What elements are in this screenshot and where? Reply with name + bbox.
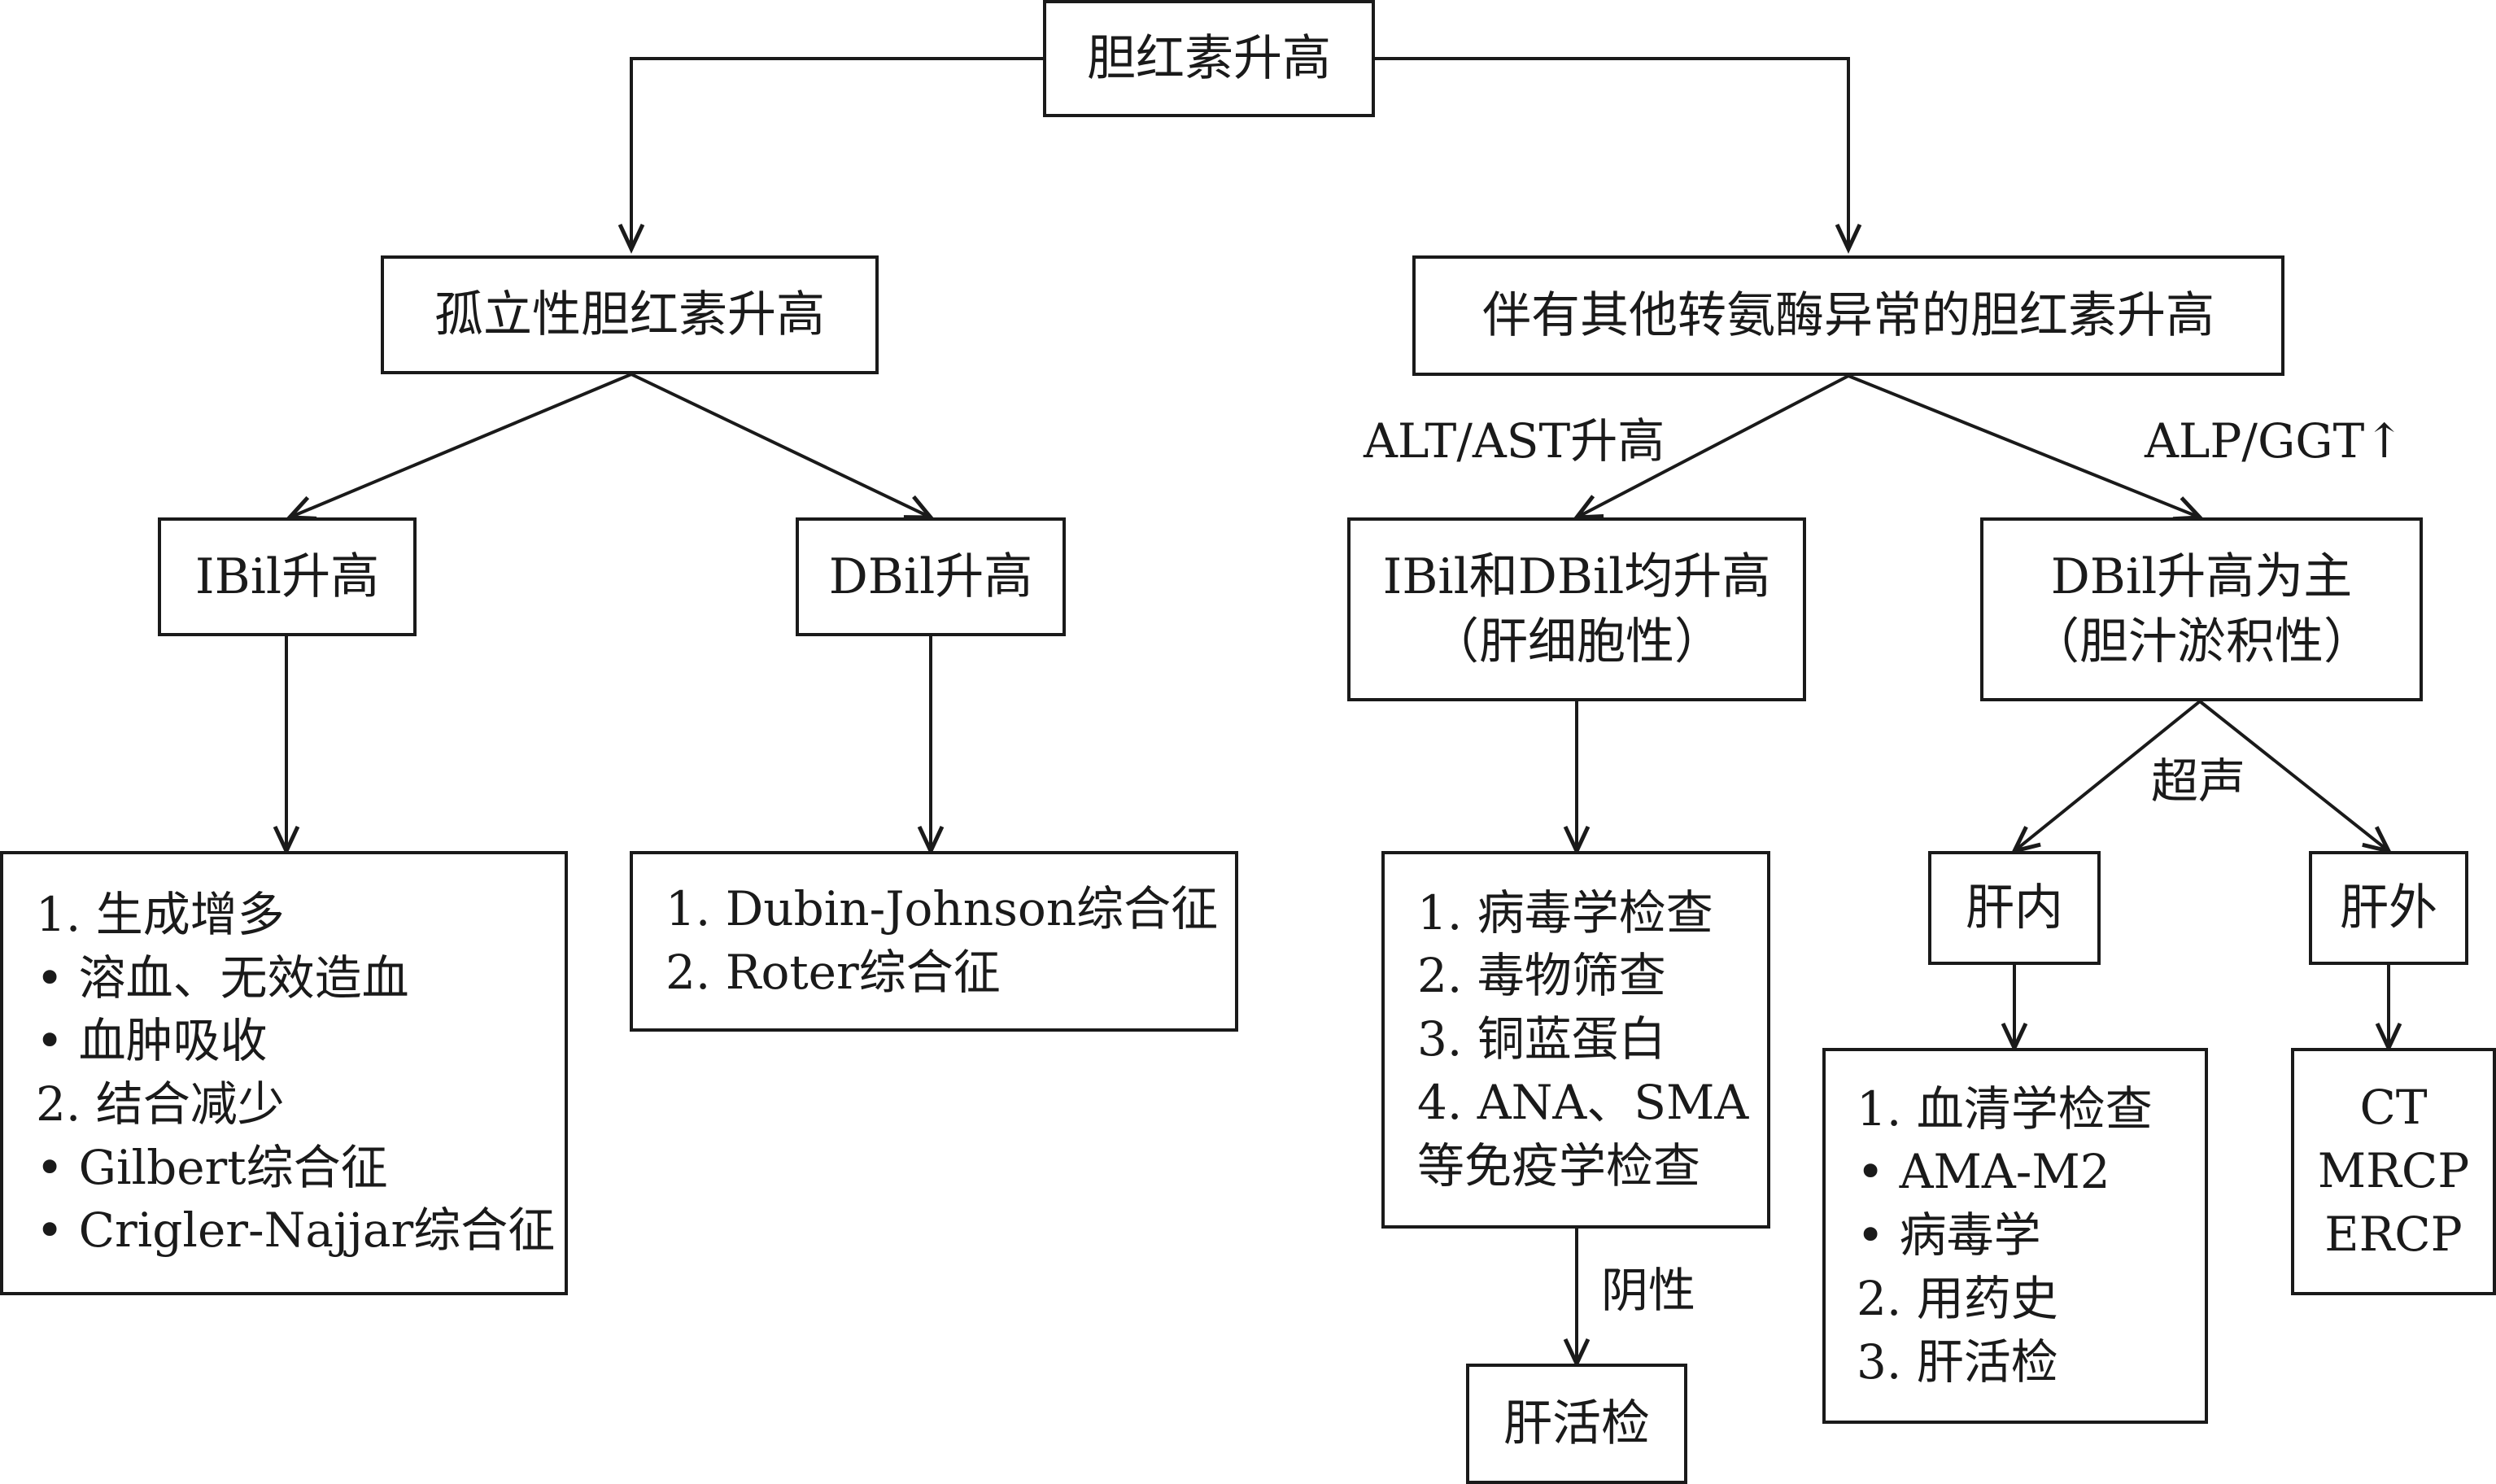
list-line: ERCP xyxy=(2324,1206,2463,1262)
node-extrahepatic-tests: CT MRCP ERCP xyxy=(2291,1048,2496,1295)
node-intrahepatic-tests: 1. 血清学检查 • AMA-M2 • 病毒学 2. 用药史 3. 肝活检 xyxy=(1822,1048,2208,1424)
node-dbil-causes: 1. Dubin-Johnson综合征 2. Roter综合征 xyxy=(630,851,1238,1032)
node-label: DBil升高 xyxy=(828,548,1033,605)
connector-dbilmain-extra xyxy=(2198,700,2393,854)
list-line: 3. 肝活检 xyxy=(1857,1333,2058,1390)
connector-root-enzymes xyxy=(1375,57,1862,254)
list-line: • AMA-M2 xyxy=(1857,1144,2110,1200)
list-line: • 血肿吸收 xyxy=(36,1013,268,1069)
list-line: 2. 用药史 xyxy=(1857,1270,2058,1326)
list-line: MRCP xyxy=(2317,1143,2470,1199)
node-label: 胆红素升高 xyxy=(1087,29,1331,87)
list-line: 2. 毒物筛查 xyxy=(1417,948,1666,1004)
node-hepatocellular-tests: 1. 病毒学检查 2. 毒物筛查 3. 铜蓝蛋白 4. ANA、SMA 等免疫学… xyxy=(1381,851,1770,1229)
edge-label-alt-ast: ALT/AST升高 xyxy=(1364,413,1665,469)
node-ibil-causes: 1. 生成增多 • 溶血、无效造血 • 血肿吸收 2. 结合减少 • Gilbe… xyxy=(0,851,568,1295)
node-ibil-elevated: IBil升高 xyxy=(158,517,417,636)
edge-label-ultrasound: 超声 xyxy=(2151,753,2246,809)
node-intrahepatic: 肝内 xyxy=(1928,851,2101,965)
list-line: 1. 病毒学检查 xyxy=(1417,884,1713,941)
node-label: 伴有其他转氨酶异常的胆红素升高 xyxy=(1482,286,2215,344)
connector-dbilmain-intra xyxy=(2010,700,2201,854)
connector-isolated-dbil xyxy=(631,373,936,520)
list-line: 3. 铜蓝蛋白 xyxy=(1417,1011,1666,1067)
node-elevation-with-enzymes: 伴有其他转氨酶异常的胆红素升高 xyxy=(1412,255,2284,376)
list-line: 4. ANA、SMA xyxy=(1417,1074,1749,1130)
connector-enzymes-both xyxy=(1572,374,1849,520)
node-hepatocellular: IBil和DBil均升高 （肝细胞性） xyxy=(1347,517,1806,701)
list-line: • Gilbert综合征 xyxy=(36,1139,388,1195)
list-line: • 溶血、无效造血 xyxy=(36,949,409,1006)
node-liver-biopsy: 肝活检 xyxy=(1466,1364,1687,1484)
node-line-2: （胆汁淤积性） xyxy=(2031,613,2372,670)
list-line: 1. Dubin-Johnson综合征 xyxy=(665,881,1219,937)
list-line: • Crigler-Najjar综合征 xyxy=(36,1202,556,1259)
list-line: • 病毒学 xyxy=(1857,1207,2041,1264)
node-line-1: IBil和DBil均升高 xyxy=(1382,548,1771,605)
node-label: 肝内 xyxy=(1966,879,2063,936)
list-line: 等免疫学检查 xyxy=(1417,1137,1701,1194)
list-line: 2. Roter综合征 xyxy=(665,945,1001,1000)
node-isolated-elevation: 孤立性胆红素升高 xyxy=(381,255,879,374)
node-dbil-elevated: DBil升高 xyxy=(796,517,1066,636)
node-line-1: DBil升高为主 xyxy=(2050,548,2353,605)
list-line: CT xyxy=(2359,1080,2428,1136)
node-cholestatic: DBil升高为主 （胆汁淤积性） xyxy=(1980,517,2423,701)
node-line-2: （肝细胞性） xyxy=(1430,613,1723,670)
node-extrahepatic: 肝外 xyxy=(2309,851,2468,965)
node-label: 孤立性胆红素升高 xyxy=(434,286,825,343)
node-label: 肝外 xyxy=(2340,879,2437,936)
connector-isolated-ibil xyxy=(285,373,632,521)
list-line: 2. 结合减少 xyxy=(36,1076,285,1132)
edge-label-negative: 阴性 xyxy=(1601,1263,1696,1318)
list-line: 1. 血清学检查 xyxy=(1857,1080,2153,1137)
connector-root-isolated xyxy=(617,57,1043,254)
edge-label-alp-ggt: ALP/GGT↑ xyxy=(2145,413,2404,469)
connector-enzymes-dbilmain xyxy=(1848,374,2205,522)
node-label: 肝活检 xyxy=(1503,1395,1650,1452)
list-line: 1. 生成增多 xyxy=(36,886,285,942)
node-label: IBil升高 xyxy=(194,548,380,605)
node-bilirubin-elevated: 胆红素升高 xyxy=(1043,0,1375,117)
